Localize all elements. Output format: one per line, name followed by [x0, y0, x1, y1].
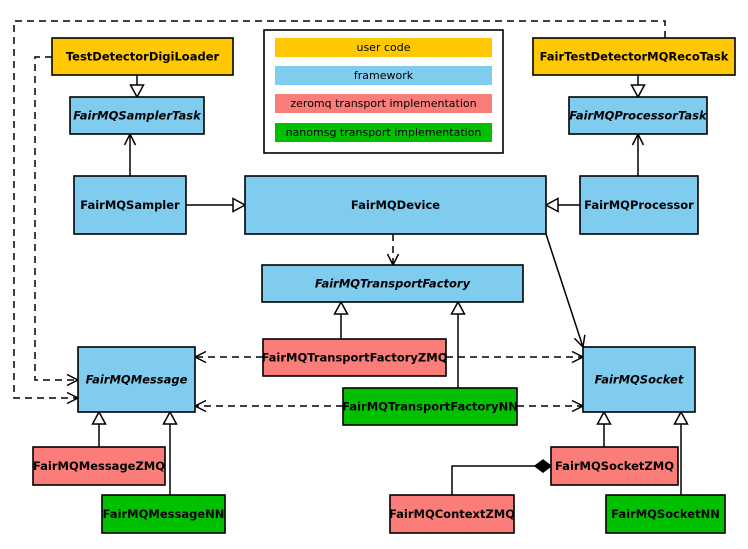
legend-label: user code [356, 41, 410, 54]
edge-layer [13, 20, 689, 495]
node-fairmq-transport-factory-zmq[interactable]: FairMQTransportFactoryZMQ [261, 338, 448, 377]
node-fairmq-processor-task[interactable]: FairMQProcessorTask [568, 96, 708, 135]
node-box[interactable] [550, 446, 679, 486]
node-fairmq-message-zmq[interactable]: FairMQMessageZMQ [32, 446, 166, 486]
node-fairmq-processor[interactable]: FairMQProcessor [579, 175, 699, 235]
node-box[interactable] [261, 264, 524, 303]
edge-transportfactorynn-inherits-transportfactory [450, 300, 466, 388]
legend-label: framework [354, 69, 414, 82]
edge-line [451, 465, 535, 495]
legend-swatch [275, 38, 492, 57]
legend-label: nanomsg transport implementation [286, 126, 482, 139]
node-fairmq-message[interactable]: FairMQMessage [77, 346, 196, 413]
legend-swatch [275, 66, 492, 85]
node-box[interactable] [244, 175, 547, 235]
node-fairmq-socket-nn[interactable]: FairMQSocketNN [605, 494, 726, 534]
node-label: FairMQProcessor [584, 198, 694, 212]
edge-recotask-inherits-processortask [630, 75, 646, 99]
edge-messagenn-inherits-message [162, 410, 178, 495]
node-label: FairMQTransportFactoryZMQ [261, 351, 447, 365]
node-fairmq-socket[interactable]: FairMQSocket [582, 346, 696, 413]
node-box[interactable] [342, 387, 518, 426]
legend-swatch [275, 123, 492, 142]
node-fair-test-detector-mq-reco-task[interactable]: FairTestDetectorMQRecoTask [532, 37, 736, 76]
node-label: FairMQMessageNN [103, 507, 225, 521]
legend-item-0: user code [275, 38, 492, 57]
legend-item-3: nanomsg transport implementation [275, 123, 492, 142]
node-box[interactable] [262, 338, 447, 377]
node-label: FairMQSocket [595, 373, 684, 387]
edge-device-uses-socket [545, 233, 586, 349]
edge-sampler-uses-samplertask [123, 132, 137, 176]
node-fairmq-sampler-task[interactable]: FairMQSamplerTask [69, 96, 205, 135]
edge-transportfactoryzmq-depends-socket [446, 350, 585, 364]
edge-socketzmq-inherits-socket [596, 410, 612, 447]
node-label: FairMQDevice [351, 198, 440, 212]
node-label: FairMQTransportFactoryNN [342, 400, 518, 414]
node-label: FairMQSampler [80, 198, 180, 212]
edge-socketnn-inherits-socket [673, 410, 689, 495]
node-fairmq-context-zmq[interactable]: FairMQContextZMQ [389, 494, 515, 534]
node-box[interactable] [73, 175, 187, 235]
legend-layer: user code framework zeromq transport imple… [263, 29, 504, 154]
node-label: FairTestDetectorMQRecoTask [540, 50, 729, 64]
node-fairmq-device[interactable]: FairMQDevice [244, 175, 547, 235]
node-label: FairMQSamplerTask [73, 109, 202, 123]
node-box[interactable] [77, 346, 196, 413]
node-label: TestDetectorDigiLoader [66, 50, 220, 64]
edge-digiloader-inherits-samplertask [129, 75, 145, 99]
node-label: FairMQProcessorTask [569, 109, 708, 123]
node-label: FairMQMessage [86, 373, 188, 387]
node-fairmq-socket-zmq[interactable]: FairMQSocketZMQ [550, 446, 679, 486]
edge-messagezmq-inherits-message [91, 410, 107, 447]
edge-contextzmq-composed-in-socketzmq [451, 459, 553, 495]
edge-processor-inherits-device [544, 197, 580, 213]
node-label: FairMQSocketNN [611, 507, 720, 521]
node-layer: TestDetectorDigiLoader FairTestDetectorMQ… [32, 37, 736, 534]
node-label: FairMQSocketZMQ [555, 459, 674, 473]
node-label: FairMQTransportFactory [315, 277, 471, 291]
legend-item-1: framework [275, 66, 492, 85]
node-label: FairMQMessageZMQ [33, 459, 165, 473]
legend-swatch [275, 94, 492, 113]
edge-transportfactoryzmq-depends-message [193, 350, 263, 364]
node-box[interactable] [605, 494, 726, 534]
node-fairmq-sampler[interactable]: FairMQSampler [73, 175, 187, 235]
edge-transportfactoryzmq-inherits-transportfactory [333, 300, 349, 339]
node-box[interactable] [389, 494, 515, 534]
edge-line [545, 233, 584, 348]
edge-sampler-inherits-device [186, 197, 247, 213]
node-test-detector-digi-loader[interactable]: TestDetectorDigiLoader [51, 37, 234, 76]
node-box[interactable] [579, 175, 699, 235]
edge-transportfactorynn-depends-message [193, 399, 343, 413]
edge-processor-uses-processortask [631, 132, 645, 176]
node-box[interactable] [568, 96, 708, 135]
node-fairmq-transport-factory-nn[interactable]: FairMQTransportFactoryNN [342, 387, 518, 426]
node-box[interactable] [51, 37, 234, 76]
node-box[interactable] [582, 346, 696, 413]
node-box[interactable] [32, 446, 166, 486]
node-fairmq-transport-factory[interactable]: FairMQTransportFactory [261, 264, 524, 303]
node-box[interactable] [532, 37, 736, 76]
node-fairmq-message-nn[interactable]: FairMQMessageNN [101, 494, 226, 534]
edge-line [34, 56, 78, 381]
node-label: FairMQContextZMQ [389, 507, 515, 521]
node-box[interactable] [69, 96, 205, 135]
edge-transportfactorynn-depends-socket [517, 399, 585, 413]
legend-item-2: zeromq transport implementation [275, 94, 492, 113]
edge-device-depends-transportfactory [386, 234, 400, 267]
node-box[interactable] [101, 494, 226, 534]
legend-label: zeromq transport implementation [290, 97, 476, 110]
